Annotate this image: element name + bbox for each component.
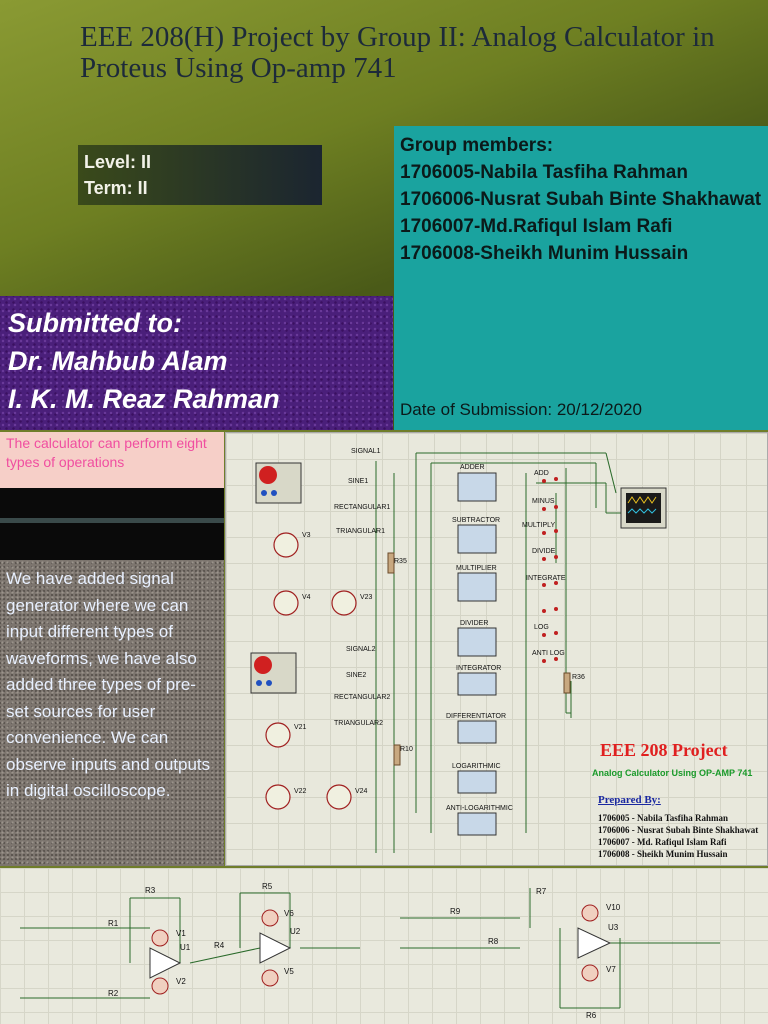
switch-integrate: INTEGRATE: [526, 575, 566, 582]
prepared-member-4: 1706008 - Sheikh Munim Hussain: [598, 849, 728, 859]
bottom-u2: U2: [290, 927, 301, 936]
switch-minus: MINUS: [532, 498, 555, 505]
bottom-r7: R7: [536, 887, 547, 896]
bottom-r6: R6: [586, 1011, 597, 1020]
project-subtitle: Analog Calculator Using OP-AMP 741: [592, 768, 753, 778]
prepared-member-2: 1706006 - Nusrat Subah Binte Shakhawat: [598, 825, 759, 835]
bottom-v6: V6: [284, 909, 294, 918]
bottom-r8: R8: [488, 937, 499, 946]
member-2: 1706006-Nusrat Subah Binte Shakhawat: [400, 189, 762, 210]
source-v3: V3: [302, 532, 311, 539]
switch-sine1: SINE1: [348, 478, 368, 485]
level-label: Level: II: [84, 152, 152, 172]
group-members-box: Group members: 1706005-Nabila Tasfiha Ra…: [394, 126, 768, 430]
source-v24: V24: [355, 788, 368, 795]
resistor-r10: R10: [400, 746, 413, 753]
switch-signal1: SIGNAL1: [351, 448, 381, 455]
bottom-circuit-drawing: R3 R5 V1 V2 U1 R4 U2 V6 V5 R1 R2 R7 R9 R…: [20, 882, 720, 1020]
oscilloscope-icon: [620, 487, 667, 529]
member-3: 1706007-Md.Rafiqul Islam Rafi: [400, 216, 673, 237]
prepared-list: 1706005 - Nabila Tasfiha Rahman 1706006 …: [598, 812, 758, 860]
supervisor-1: Dr. Mahbub Alam: [8, 346, 228, 376]
block-subtractor: SUBTRACTOR: [452, 517, 500, 524]
switch-divide: DIVIDE: [532, 548, 556, 555]
page-title: EEE 208(H) Project by Group II: Analog C…: [80, 21, 715, 84]
bottom-u1: U1: [180, 943, 191, 952]
bottom-r5: R5: [262, 882, 273, 891]
bottom-u3: U3: [608, 923, 619, 932]
signal-generator-2: [250, 652, 297, 694]
switch-tri2: TRIANGULAR2: [334, 720, 383, 727]
project-title: EEE 208 Project: [600, 740, 728, 760]
switch-signal2: SIGNAL2: [346, 646, 376, 653]
main-schematic: ADDER SUBTRACTOR MULTIPLIER DIVIDER INTE…: [225, 432, 768, 866]
level-term-box: Level: II Term: II: [78, 145, 322, 205]
member-4: 1706008-Sheikh Munim Hussain: [400, 243, 689, 264]
block-adder: ADDER: [460, 464, 485, 471]
resistor-r36: R36: [572, 674, 585, 681]
bottom-r2: R2: [108, 989, 119, 998]
block-antilogarithmic: ANTI-LOGARITHMIC: [446, 805, 513, 812]
block-multiplier: MULTIPLIER: [456, 565, 497, 572]
bottom-v2: V2: [176, 977, 186, 986]
switch-antilog: ANTI LOG: [532, 650, 565, 657]
block-differentiator: DIFFERENTIATOR: [446, 713, 506, 720]
description-text: We have added signal generator where we …: [0, 560, 224, 866]
bottom-r4: R4: [214, 941, 225, 950]
bottom-v7: V7: [606, 965, 616, 974]
schematic-drawing: ADDER SUBTRACTOR MULTIPLIER DIVIDER INTE…: [250, 448, 667, 853]
resistor-r35: R35: [394, 558, 407, 565]
bottom-v1: V1: [176, 929, 186, 938]
source-v23: V23: [360, 594, 373, 601]
source-v22: V22: [294, 788, 307, 795]
supervisor-2: I. K. M. Reaz Rahman: [8, 384, 280, 414]
submission-date: Date of Submission: 20/12/2020: [400, 400, 642, 419]
black-band: [0, 488, 224, 560]
prepared-member-3: 1706007 - Md. Rafiqul Islam Rafi: [598, 837, 727, 847]
members-heading: Group members:: [400, 135, 554, 156]
prepared-member-1: 1706005 - Nabila Tasfiha Rahman: [598, 813, 729, 823]
switch-sine2: SINE2: [346, 672, 366, 679]
bottom-schematic: R3 R5 V1 V2 U1 R4 U2 V6 V5 R1 R2 R7 R9 R…: [0, 868, 768, 1024]
calculator-note: The calculator can perform eight types o…: [0, 432, 224, 488]
term-label: Term: II: [84, 178, 148, 198]
block-divider: DIVIDER: [460, 620, 488, 627]
bottom-v5: V5: [284, 967, 294, 976]
block-integrator: INTEGRATOR: [456, 665, 501, 672]
operation-blocks: ADDER SUBTRACTOR MULTIPLIER DIVIDER INTE…: [446, 464, 513, 836]
source-v4: V4: [302, 594, 311, 601]
bottom-r9: R9: [450, 907, 461, 916]
switch-multiply: MULTIPLY: [522, 522, 556, 529]
switch-add: ADD: [534, 470, 549, 477]
switch-rect1: RECTANGULAR1: [334, 504, 390, 511]
submitted-to-box: Submitted to: Dr. Mahbub Alam I. K. M. R…: [0, 296, 393, 430]
block-logarithmic: LOGARITHMIC: [452, 763, 501, 770]
switch-tri1: TRIANGULAR1: [336, 528, 385, 535]
switch-rect2: RECTANGULAR2: [334, 694, 390, 701]
signal-generator-1: [255, 462, 302, 504]
submitted-heading: Submitted to:: [8, 308, 182, 338]
bottom-v10: V10: [606, 903, 621, 912]
bottom-r1: R1: [108, 919, 119, 928]
prepared-by-heading: Prepared By:: [598, 794, 661, 806]
source-v21: V21: [294, 724, 307, 731]
bottom-r3: R3: [145, 886, 156, 895]
switch-log: LOG: [534, 624, 549, 631]
member-1: 1706005-Nabila Tasfiha Rahman: [400, 162, 688, 183]
